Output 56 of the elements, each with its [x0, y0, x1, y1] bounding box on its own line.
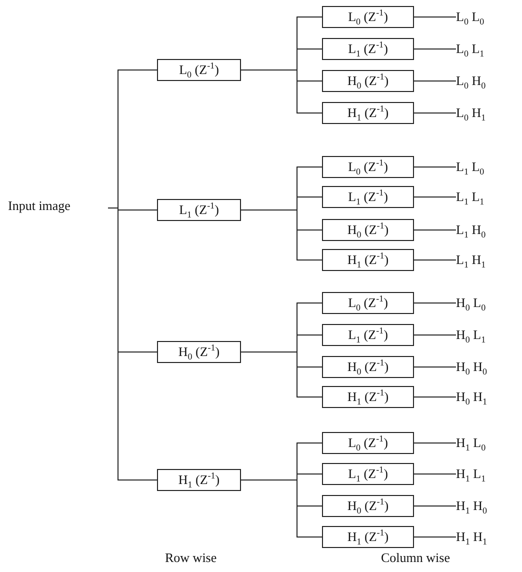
- connector-line: [414, 196, 456, 198]
- column-filter-box: L$_{1}$ (Z$^{-1}$): [322, 324, 414, 346]
- column-filter-box: L$_{1}$ (Z$^{-1}$): [322, 463, 414, 485]
- output-label: L$_{1}$ H$_{0}$: [456, 222, 486, 238]
- column-filter-box: H$_{1}$ (Z$^{-1}$): [322, 102, 414, 124]
- output-label: H$_{0}$ L$_{0}$: [456, 295, 486, 311]
- connector-line: [414, 80, 456, 82]
- row-filter-box: L$_{1}$ (Z$^{-1}$): [157, 199, 241, 221]
- connector-line: [240, 352, 322, 398]
- connector-line: [414, 16, 456, 18]
- connector-line: [414, 536, 456, 538]
- output-label: L$_{1}$ H$_{1}$: [456, 252, 486, 268]
- output-label: H$_{1}$ H$_{1}$: [456, 529, 488, 545]
- output-label: H$_{1}$ L$_{1}$: [456, 466, 486, 482]
- column-caption: Column wise: [381, 550, 450, 566]
- connector-line: [414, 48, 456, 50]
- connector-line: [414, 302, 456, 304]
- output-label: H$_{1}$ H$_{0}$: [456, 498, 488, 514]
- connector-line: [240, 70, 322, 114]
- output-label: L$_{0}$ L$_{0}$: [456, 9, 484, 25]
- row-filter-box: H$_{0}$ (Z$^{-1}$): [157, 341, 241, 363]
- connector-line: [414, 112, 456, 114]
- column-caption: Row wise: [165, 550, 217, 566]
- column-filter-box: H$_{0}$ (Z$^{-1}$): [322, 219, 414, 241]
- column-filter-box: L$_{0}$ (Z$^{-1}$): [322, 432, 414, 454]
- output-label: L$_{0}$ H$_{0}$: [456, 73, 486, 89]
- input-label: Input image: [8, 198, 70, 214]
- row-filter-box: L$_{0}$ (Z$^{-1}$): [157, 59, 241, 81]
- column-filter-box: H$_{0}$ (Z$^{-1}$): [322, 70, 414, 92]
- column-filter-box: H$_{0}$ (Z$^{-1}$): [322, 495, 414, 517]
- output-label: H$_{0}$ L$_{1}$: [456, 327, 486, 343]
- column-filter-box: L$_{0}$ (Z$^{-1}$): [322, 292, 414, 314]
- column-filter-box: L$_{0}$ (Z$^{-1}$): [322, 156, 414, 178]
- connector-line: [414, 334, 456, 336]
- output-label: L$_{0}$ H$_{1}$: [456, 105, 486, 121]
- output-label: H$_{1}$ L$_{0}$: [456, 435, 486, 451]
- column-filter-box: H$_{1}$ (Z$^{-1}$): [322, 526, 414, 548]
- connector-line: [240, 210, 322, 260]
- output-label: L$_{0}$ L$_{1}$: [456, 41, 484, 57]
- connector-line: [414, 166, 456, 168]
- connector-line: [414, 396, 456, 398]
- column-filter-box: L$_{1}$ (Z$^{-1}$): [322, 186, 414, 208]
- output-label: H$_{0}$ H$_{1}$: [456, 389, 488, 405]
- column-filter-box: H$_{1}$ (Z$^{-1}$): [322, 386, 414, 408]
- connector-line: [414, 442, 456, 444]
- output-label: L$_{1}$ L$_{1}$: [456, 189, 484, 205]
- connector-line: [414, 366, 456, 368]
- output-label: H$_{0}$ H$_{0}$: [456, 359, 488, 375]
- connector-line: [108, 208, 158, 480]
- column-filter-box: L$_{0}$ (Z$^{-1}$): [322, 6, 414, 28]
- column-filter-box: H$_{0}$ (Z$^{-1}$): [322, 356, 414, 378]
- output-label: L$_{1}$ L$_{0}$: [456, 159, 484, 175]
- connector-line: [240, 480, 322, 538]
- column-filter-box: H$_{1}$ (Z$^{-1}$): [322, 249, 414, 271]
- row-filter-box: H$_{1}$ (Z$^{-1}$): [157, 469, 241, 491]
- column-filter-box: L$_{1}$ (Z$^{-1}$): [322, 38, 414, 60]
